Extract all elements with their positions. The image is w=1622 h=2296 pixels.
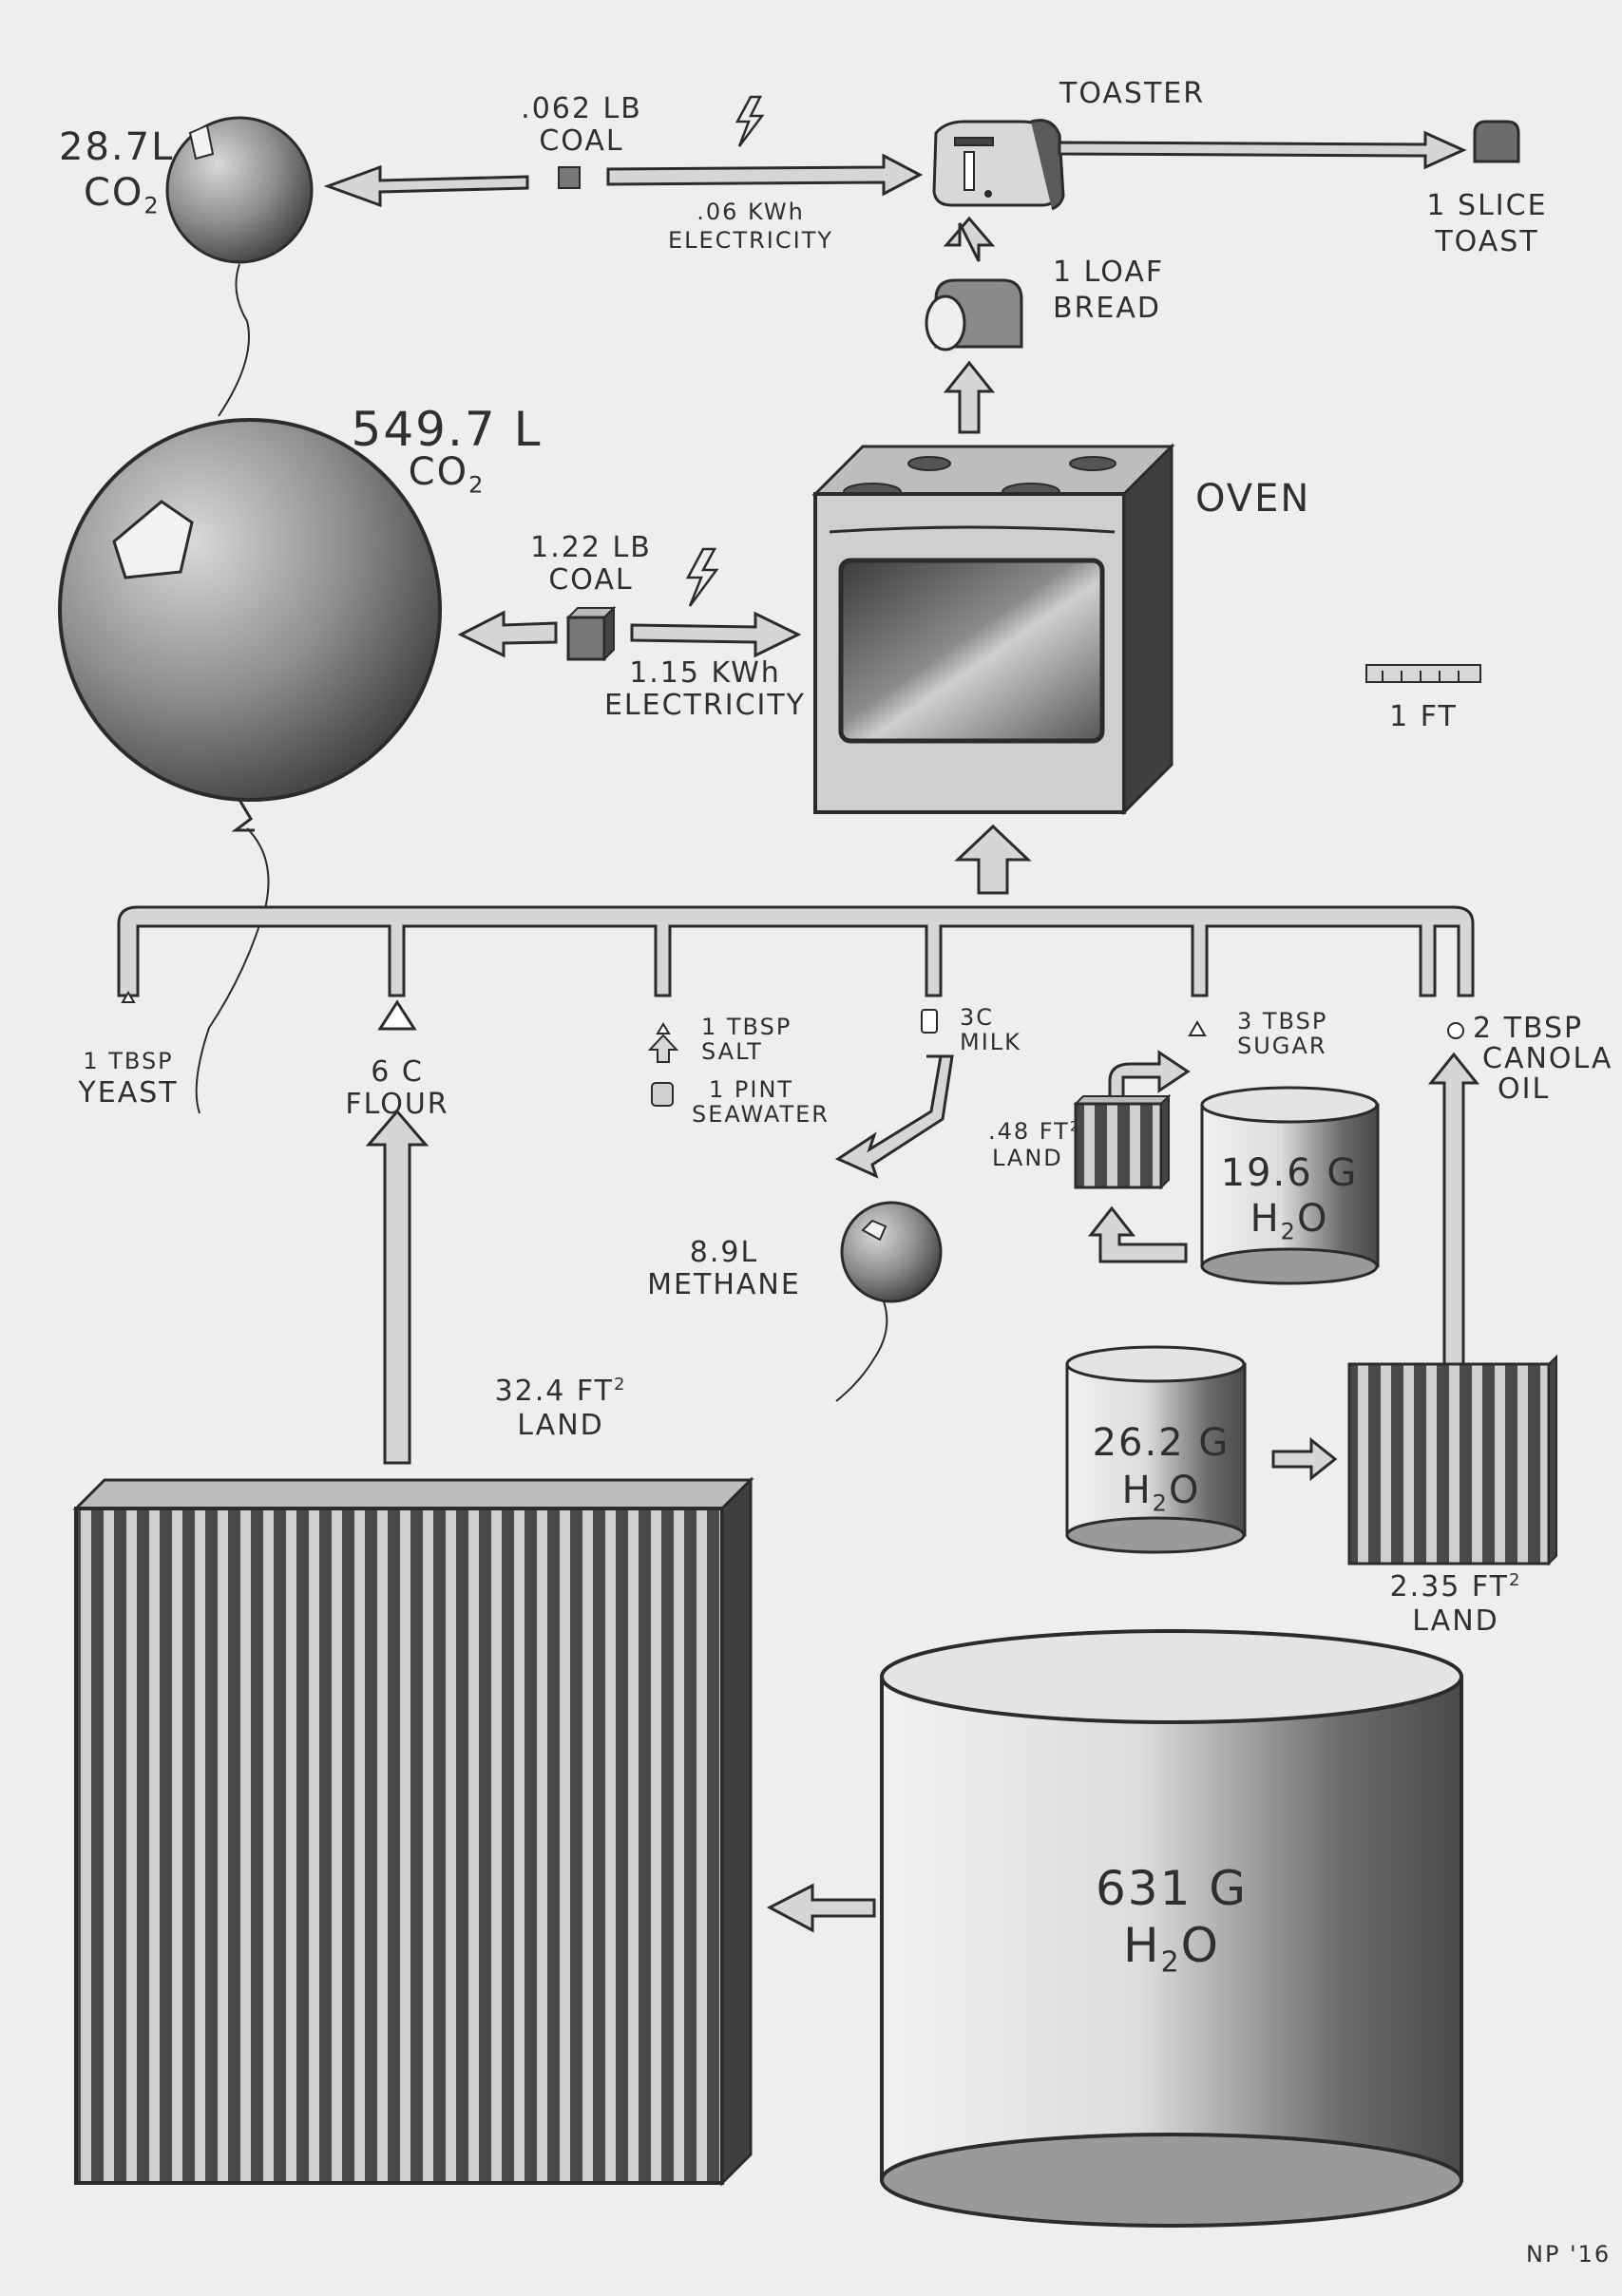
arrow-electricity-to-oven	[630, 611, 802, 658]
methane-balloon	[835, 1201, 943, 1402]
seawater-label: SEAWATER	[692, 1101, 830, 1128]
flour-land-label: LAND	[517, 1409, 604, 1442]
arrow-milk-to-methane	[834, 1054, 954, 1179]
sugar-amount: 3 TBSP	[1237, 1008, 1328, 1034]
toast-co2-amount: 28.7L	[59, 125, 175, 169]
arrow-seawater-to-salt	[647, 1034, 679, 1063]
toast-co2-balloon	[165, 116, 314, 417]
arrow-coal-to-toast-co2	[323, 164, 529, 208]
yeast-amount: 1 TBSP	[83, 1048, 174, 1074]
toaster-icon	[932, 119, 1065, 211]
arrow-sugar-water-to-land	[1087, 1205, 1188, 1263]
arrow-toaster-to-toast	[1058, 130, 1467, 170]
scale-label: 1 FT	[1389, 700, 1458, 733]
sugar-icon	[1188, 1019, 1207, 1036]
sugar-label: SUGAR	[1237, 1033, 1327, 1059]
sugar-land-block	[1073, 1093, 1172, 1190]
scale-ruler	[1365, 664, 1481, 683]
sugar-water-chem: H2O	[1250, 1197, 1329, 1245]
toast-output-label: TOAST	[1435, 225, 1539, 258]
toast-slice-icon	[1473, 120, 1520, 163]
arrow-bread-to-toaster	[943, 216, 996, 262]
sugar-land-amount: .48 FT2	[988, 1118, 1080, 1145]
arrow-water-to-flour-land	[766, 1883, 876, 1933]
oven-co2-gas: CO2	[408, 450, 486, 499]
oven-icon	[811, 443, 1175, 816]
oven-coal-label: COAL	[548, 563, 634, 597]
toaster-label: TOASTER	[1059, 77, 1206, 110]
oil-label-2: OIL	[1498, 1072, 1551, 1106]
oil-water-chem: H2O	[1121, 1469, 1201, 1517]
bread-label: BREAD	[1053, 292, 1162, 325]
flour-water-cylinder	[880, 1629, 1463, 2228]
oil-icon	[1447, 1022, 1464, 1039]
oil-label: CANOLA	[1482, 1042, 1613, 1075]
ingredient-manifold	[117, 905, 1475, 997]
flour-label: FLOUR	[345, 1088, 449, 1121]
arrow-flour-land-to-flour	[365, 1109, 429, 1465]
salt-icon	[656, 1022, 671, 1034]
oven-co2-amount: 549.7 L	[351, 402, 543, 457]
sugar-land-label: LAND	[992, 1145, 1063, 1171]
arrow-oil-land-to-oil	[1427, 1052, 1480, 1366]
flour-icon	[377, 999, 417, 1031]
seawater-icon	[651, 1082, 674, 1107]
milk-icon	[921, 1009, 938, 1034]
yeast-label: YEAST	[78, 1076, 179, 1110]
oven-coal-amount: 1.22 LB	[530, 531, 652, 564]
oil-water-cylinder	[1065, 1345, 1247, 1554]
arrow-sugar-land-to-sugar	[1108, 1050, 1191, 1106]
toast-coal-cube	[558, 166, 581, 189]
milk-label: MILK	[960, 1029, 1021, 1055]
arrow-oil-water-to-land	[1271, 1436, 1338, 1482]
arrow-coal-to-oven-co2	[457, 610, 558, 658]
lightning-icon	[735, 95, 765, 147]
toast-electricity-amount: .06 KWh	[697, 199, 805, 225]
yeast-icon	[121, 991, 136, 1003]
artist-signature: NP '16	[1526, 2241, 1612, 2268]
oven-label: OVEN	[1195, 477, 1311, 521]
arrow-electricity-to-toaster	[606, 153, 924, 197]
flour-water-chem: H2O	[1122, 1918, 1221, 1980]
oven-electricity-amount: 1.15 KWh	[629, 656, 781, 690]
toast-electricity-label: ELECTRICITY	[667, 227, 834, 254]
toast-co2-gas: CO2	[84, 171, 161, 219]
methane-label: METHANE	[647, 1268, 801, 1301]
arrow-ingredients-to-oven	[954, 824, 1032, 895]
sugar-water-cylinder	[1200, 1086, 1380, 1285]
oil-water-amount: 26.2 G	[1092, 1421, 1231, 1465]
seawater-amount: 1 PINT	[709, 1076, 794, 1103]
bread-amount: 1 LOAF	[1053, 256, 1165, 289]
oil-land-amount: 2.35 FT2	[1389, 1570, 1522, 1603]
flour-land-amount: 32.4 FT2	[494, 1375, 627, 1408]
salt-amount: 1 TBSP	[701, 1014, 792, 1040]
lightning-icon-oven	[685, 547, 719, 607]
oven-co2-balloon	[58, 418, 442, 1114]
arrow-oven-to-bread	[943, 360, 996, 434]
sugar-water-amount: 19.6 G	[1220, 1151, 1359, 1195]
salt-label: SALT	[701, 1038, 763, 1065]
toast-coal-amount: .062 LB	[521, 92, 642, 125]
bread-loaf-icon	[925, 278, 1023, 351]
flour-amount: 6 C	[371, 1055, 424, 1089]
methane-amount: 8.9L	[689, 1236, 759, 1269]
oven-coal-cube	[565, 605, 617, 662]
toast-coal-label: COAL	[539, 124, 624, 158]
milk-amount: 3C	[960, 1004, 995, 1031]
toast-output-amount: 1 SLICE	[1426, 189, 1548, 222]
oil-land-block	[1347, 1354, 1557, 1566]
oil-amount: 2 TBSP	[1473, 1012, 1584, 1045]
oven-electricity-label: ELECTRICITY	[603, 689, 807, 722]
oil-land-label: LAND	[1412, 1604, 1499, 1638]
flour-water-amount: 631 G	[1095, 1861, 1249, 1916]
flour-land-block	[72, 1476, 754, 2187]
